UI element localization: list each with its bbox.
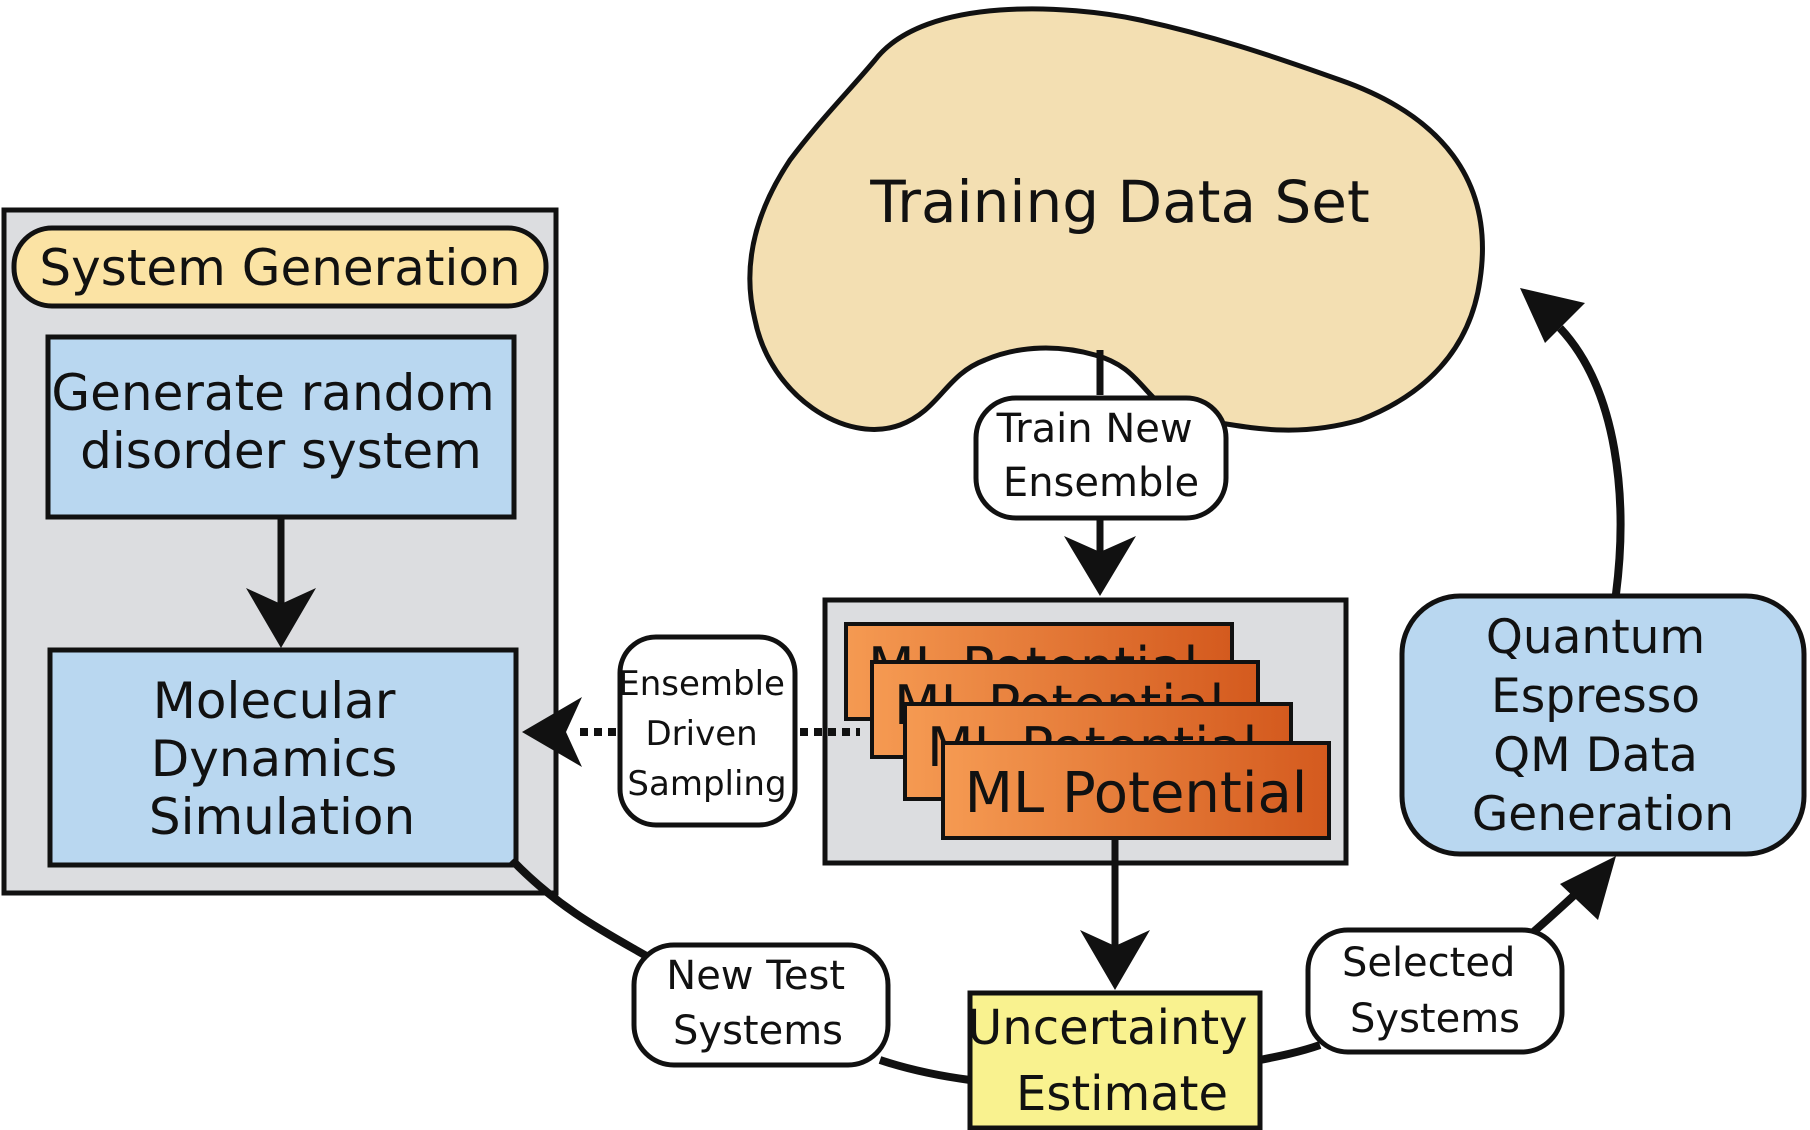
selected-line-2: Systems bbox=[1350, 996, 1520, 1042]
quantum-line-4: Generation bbox=[1472, 787, 1734, 842]
sampling-line-3: Sampling bbox=[627, 764, 786, 804]
molecular-dynamics-line-3: Simulation bbox=[149, 788, 415, 846]
uncertainty-line-2: Estimate bbox=[1016, 1066, 1228, 1122]
new-test-line-1: New Test bbox=[666, 953, 845, 999]
train-new-ensemble-text: Train New Ensemble bbox=[996, 406, 1206, 506]
arrow-training-to-ml-head bbox=[1064, 536, 1136, 596]
arrow-ml-to-uncertainty-head bbox=[1080, 930, 1150, 990]
ensemble-driven-sampling-text: Ensemble Driven Sampling bbox=[618, 664, 796, 804]
curve-md-to-new-test bbox=[509, 857, 652, 962]
new-test-systems-label bbox=[631, 942, 891, 1068]
molecular-dynamics-box bbox=[47, 647, 519, 868]
sampling-line-1: Ensemble bbox=[618, 664, 785, 704]
selected-systems-label bbox=[1305, 927, 1565, 1055]
quantum-line-2: Espresso bbox=[1491, 669, 1700, 724]
generate-random-line-2: disorder system bbox=[80, 422, 482, 480]
quantum-espresso-box bbox=[1399, 593, 1807, 857]
selected-line-1: Selected bbox=[1342, 940, 1515, 986]
quantum-espresso-text: Quantum Espresso QM Data Generation bbox=[1472, 610, 1734, 842]
generate-random-text: Generate random disorder system bbox=[51, 364, 510, 480]
molecular-dynamics-line-2: Dynamics bbox=[151, 730, 398, 788]
arrow-quantum-to-training-head bbox=[1520, 288, 1585, 343]
training-data-title: Training Data Set bbox=[869, 168, 1369, 236]
arrow-generate-to-md-head bbox=[246, 588, 316, 648]
ml-potential-stack: ML Potential ML Potential ML Potential M… bbox=[844, 622, 1331, 840]
system-generation-header bbox=[11, 225, 549, 309]
arrow-quantum-to-training bbox=[1557, 325, 1625, 595]
system-generation-header-text: System Generation bbox=[39, 239, 520, 297]
new-test-systems-text: New Test Systems bbox=[666, 953, 857, 1054]
arrow-selected-to-quantum-head bbox=[1560, 856, 1616, 920]
sampling-arrow-head bbox=[522, 697, 582, 767]
train-new-ensemble-label bbox=[973, 395, 1229, 521]
quantum-line-3: QM Data bbox=[1493, 728, 1698, 783]
uncertainty-line-1: Uncertainty bbox=[967, 1000, 1247, 1056]
ml-potential-front-text: ML Potential bbox=[965, 761, 1308, 826]
train-new-ensemble-line-2: Ensemble bbox=[1003, 460, 1199, 506]
generate-random-box bbox=[45, 334, 517, 520]
uncertainty-estimate-box bbox=[967, 990, 1263, 1130]
molecular-dynamics-line-1: Molecular bbox=[153, 672, 396, 730]
ml-potential-card-front bbox=[941, 741, 1331, 840]
ensemble-driven-sampling-label bbox=[617, 634, 798, 828]
generate-random-line-1: Generate random bbox=[51, 364, 494, 422]
selected-systems-text: Selected Systems bbox=[1342, 940, 1528, 1042]
curve-new-test-to-uncertainty bbox=[878, 1056, 971, 1084]
uncertainty-estimate-text: Uncertainty Estimate bbox=[967, 1000, 1263, 1122]
quantum-line-1: Quantum bbox=[1486, 610, 1705, 665]
molecular-dynamics-text: Molecular Dynamics Simulation bbox=[149, 672, 415, 846]
curve-uncertainty-to-selected bbox=[1259, 1041, 1322, 1064]
train-new-ensemble-line-1: Train New bbox=[996, 406, 1193, 452]
sampling-line-2: Driven bbox=[645, 714, 757, 754]
new-test-line-2: Systems bbox=[673, 1008, 843, 1054]
